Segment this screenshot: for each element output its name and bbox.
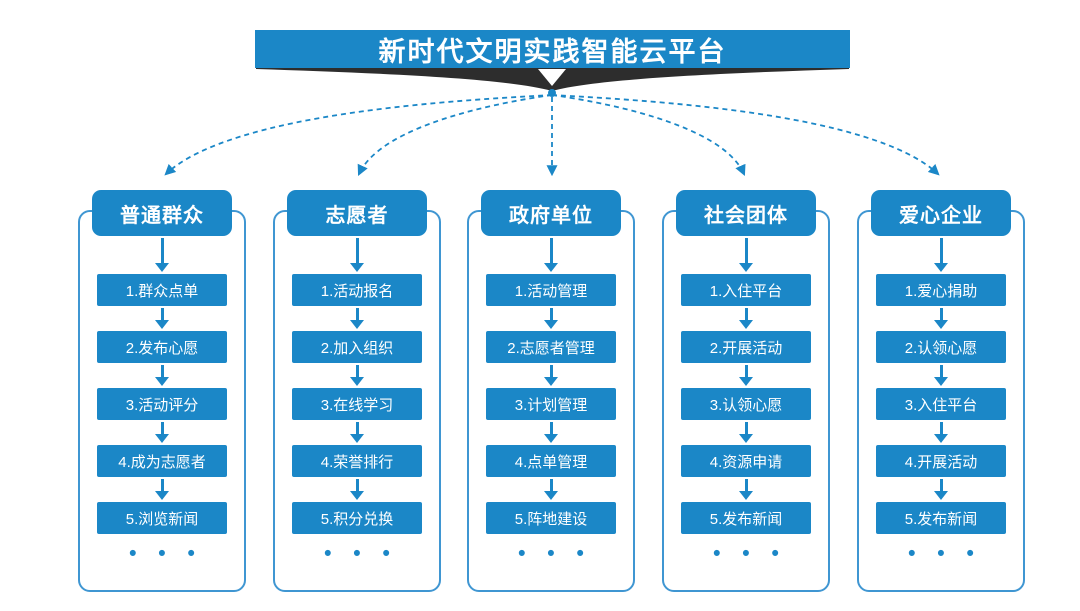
ellipsis-dots: • • • <box>518 542 592 565</box>
step-box: 3.在线学习 <box>292 388 422 420</box>
down-arrow-icon <box>160 238 164 263</box>
platform-title-banner: 新时代文明实践智能云平台 <box>255 30 850 68</box>
dashed-arrow-2-icon <box>357 94 553 176</box>
down-arrow-icon <box>160 422 164 434</box>
down-arrow-icon <box>939 238 943 263</box>
down-arrow-icon <box>939 479 943 491</box>
dashed-arrow-1-icon <box>164 94 553 176</box>
down-arrow-icon <box>160 479 164 491</box>
step-box: 4.成为志愿者 <box>97 445 227 477</box>
down-arrow-icon <box>355 308 359 320</box>
hub-dot-icon <box>548 89 556 97</box>
down-arrow-icon <box>744 308 748 320</box>
dashed-arrow-4-icon <box>551 94 746 177</box>
down-arrow-icon <box>355 365 359 377</box>
step-box: 1.群众点单 <box>97 274 227 306</box>
step-box: 2.开展活动 <box>681 331 811 363</box>
down-arrow-icon <box>549 238 553 263</box>
step-box: 3.计划管理 <box>486 388 616 420</box>
down-arrow-icon <box>744 365 748 377</box>
column-header: 普通群众 <box>92 190 232 236</box>
down-arrow-icon <box>549 479 553 491</box>
step-box: 4.荣誉排行 <box>292 445 422 477</box>
platform-title: 新时代文明实践智能云平台 <box>378 36 727 67</box>
step-box: 1.活动报名 <box>292 274 422 306</box>
ellipsis-dots: • • • <box>324 542 398 565</box>
down-arrow-icon <box>355 238 359 263</box>
step-box: 5.发布新闻 <box>876 502 1006 534</box>
column-caring-enterprises: 爱心企业 1.爱心捐助 2.认领心愿 3.入住平台 4.开展活动 5.发布新闻 … <box>857 190 1025 592</box>
down-arrow-icon <box>744 479 748 491</box>
column-volunteers: 志愿者 1.活动报名 2.加入组织 3.在线学习 4.荣誉排行 5.积分兑换 •… <box>273 190 441 592</box>
step-box: 3.活动评分 <box>97 388 227 420</box>
down-arrow-icon <box>744 238 748 263</box>
down-arrow-icon <box>160 308 164 320</box>
step-box: 2.发布心愿 <box>97 331 227 363</box>
down-arrow-icon <box>939 422 943 434</box>
down-arrow-icon <box>549 365 553 377</box>
down-arrow-icon <box>939 365 943 377</box>
down-arrow-icon <box>549 422 553 434</box>
down-arrow-icon <box>355 422 359 434</box>
down-arrow-icon <box>549 308 553 320</box>
step-box: 4.资源申请 <box>681 445 811 477</box>
down-triangle-icon <box>538 69 566 86</box>
column-header: 志愿者 <box>287 190 427 236</box>
column-government-units: 政府单位 1.活动管理 2.志愿者管理 3.计划管理 4.点单管理 5.阵地建设… <box>467 190 635 592</box>
column-header: 爱心企业 <box>871 190 1011 236</box>
column-general-public: 普通群众 1.群众点单 2.发布心愿 3.活动评分 4.成为志愿者 5.浏览新闻… <box>78 190 246 592</box>
ellipsis-dots: • • • <box>908 542 982 565</box>
down-arrow-icon <box>939 308 943 320</box>
down-arrow-icon <box>355 479 359 491</box>
step-box: 1.爱心捐助 <box>876 274 1006 306</box>
ellipsis-dots: • • • <box>713 542 787 565</box>
column-social-organizations: 社会团体 1.入住平台 2.开展活动 3.认领心愿 4.资源申请 5.发布新闻 … <box>662 190 830 592</box>
step-box: 3.入住平台 <box>876 388 1006 420</box>
step-box: 2.认领心愿 <box>876 331 1006 363</box>
step-box: 3.认领心愿 <box>681 388 811 420</box>
dashed-arrow-5-icon <box>551 94 940 176</box>
step-box: 2.加入组织 <box>292 331 422 363</box>
column-header: 政府单位 <box>481 190 621 236</box>
step-box: 5.阵地建设 <box>486 502 616 534</box>
down-arrow-icon <box>744 422 748 434</box>
ellipsis-dots: • • • <box>129 542 203 565</box>
step-box: 1.活动管理 <box>486 274 616 306</box>
column-header: 社会团体 <box>676 190 816 236</box>
down-arrow-icon <box>160 365 164 377</box>
step-box: 5.浏览新闻 <box>97 502 227 534</box>
step-box: 5.发布新闻 <box>681 502 811 534</box>
step-box: 5.积分兑换 <box>292 502 422 534</box>
step-box: 4.开展活动 <box>876 445 1006 477</box>
step-box: 4.点单管理 <box>486 445 616 477</box>
step-box: 2.志愿者管理 <box>486 331 616 363</box>
step-box: 1.入住平台 <box>681 274 811 306</box>
